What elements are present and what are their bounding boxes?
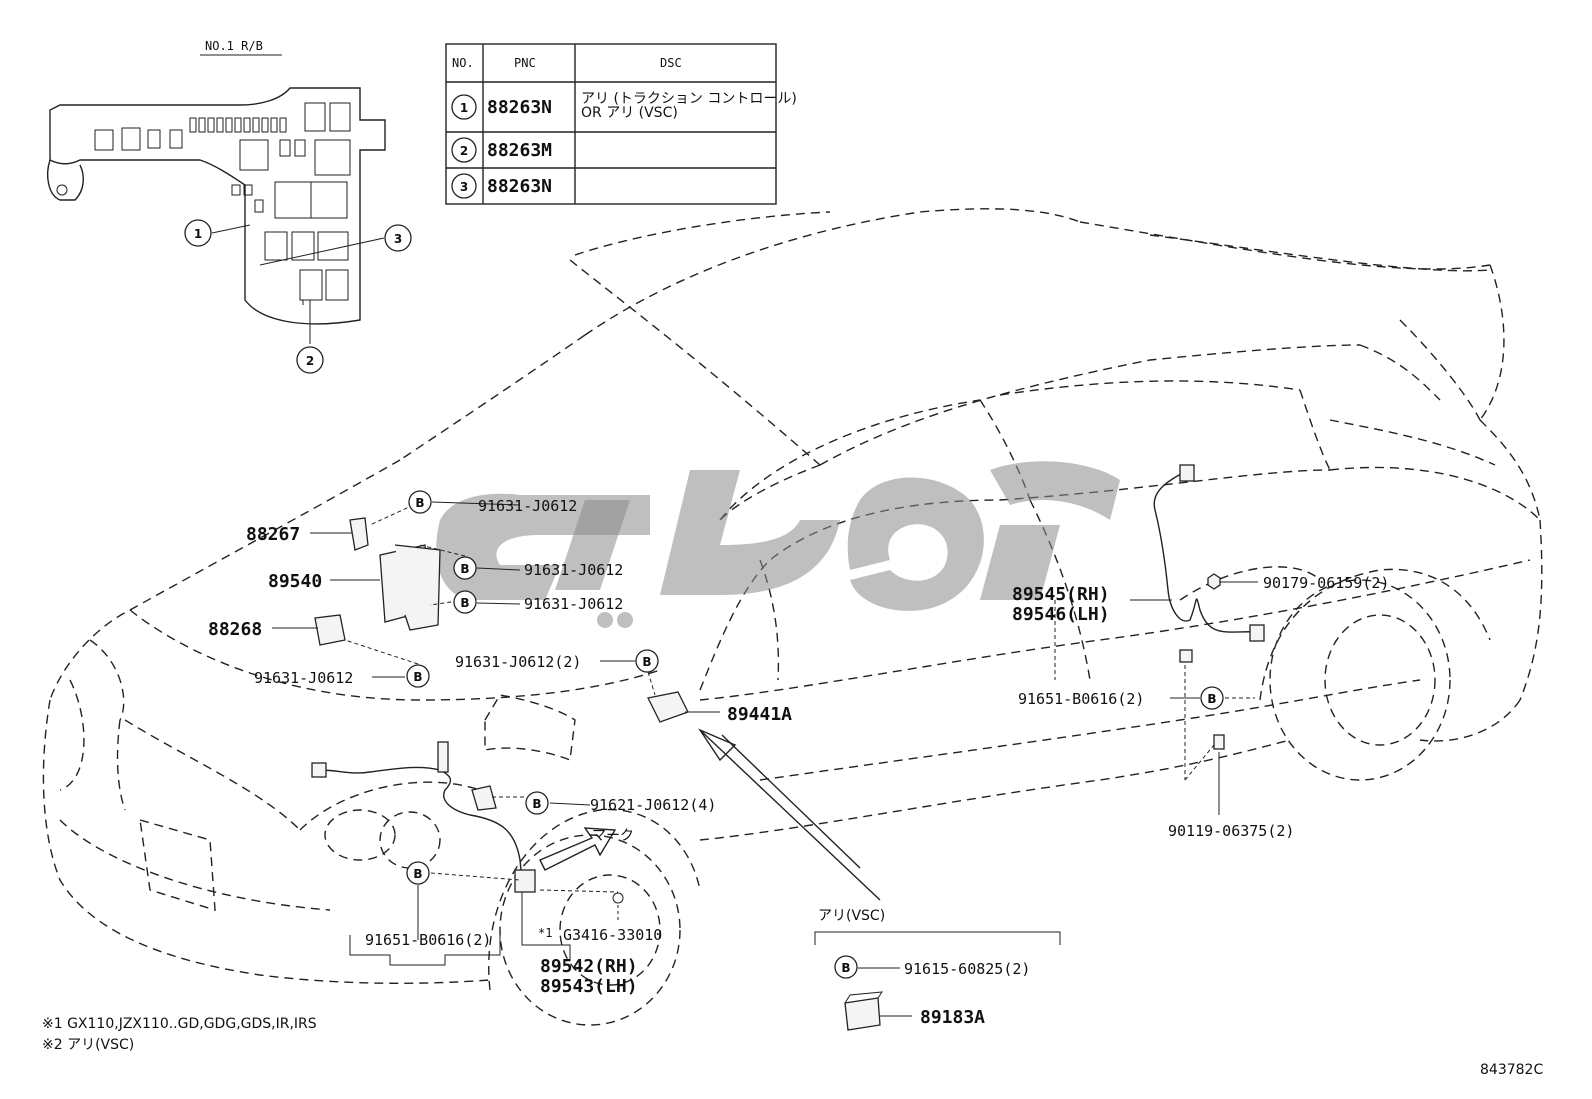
relay-block-drawing: NO.1 R/B (47, 39, 386, 344)
bolt-symbol-b8: B (1200, 686, 1224, 710)
label-91615-60825: 91615-60825(2) (904, 960, 1030, 978)
table-row2-no: 2 (460, 144, 468, 158)
pointer-arrow (698, 728, 881, 901)
bolt-symbol-b5-label: B (642, 655, 651, 669)
label-89183a: 89183A (920, 1007, 985, 1028)
front-harness (311, 741, 536, 893)
table-row1-pnc: 88263N (487, 97, 552, 118)
label-91651-b0616-front: 91651-B0616(2) (365, 931, 491, 949)
table-row3-pnc: 88263N (487, 176, 552, 197)
callout-2: 2 (296, 346, 324, 374)
bolt-symbol-b8-label: B (1207, 692, 1216, 706)
bolt-symbol-b2-label: B (460, 562, 469, 576)
nut-90179 (1207, 573, 1221, 590)
label-91631-j0612-b: 91631-J0612 (524, 561, 623, 579)
bolt-symbol-b1: B (408, 490, 432, 514)
footnote-2: ※2 アリ(VSC) (42, 1037, 134, 1053)
module-89183a (844, 991, 883, 1031)
bracket-88268 (314, 614, 346, 646)
callout-1: 1 (184, 219, 212, 247)
bracket-91621 (471, 785, 497, 811)
label-90179-06159: 90179-06159(2) (1263, 574, 1389, 592)
bolt-symbol-b1-label: B (415, 496, 424, 510)
mark-arrow (539, 827, 617, 871)
watermark-logo (436, 461, 1120, 628)
airbox-shape (484, 694, 576, 761)
bracket-88267 (349, 517, 369, 551)
table-row3-no: 3 (460, 180, 468, 194)
leader-lines (272, 501, 1258, 1017)
table-row1-no: 1 (460, 101, 468, 115)
label-mark: マーク (592, 828, 634, 844)
label-star1: *1 (538, 926, 552, 940)
label-g3416-33010: G3416-33010 (563, 926, 662, 944)
bolt-symbol-b2: B (453, 556, 477, 580)
label-vsc-header: アリ(VSC) (818, 908, 885, 924)
label-89540: 89540 (268, 571, 322, 592)
label-91631-j0612-a: 91631-J0612 (478, 497, 577, 515)
label-89441a: 89441A (727, 704, 792, 725)
table-row1-dsc-line2: OR アリ (VSC) (581, 105, 678, 121)
callout-1-label: 1 (194, 227, 202, 241)
bolt-symbol-b9-label: B (841, 961, 850, 975)
label-89543-lh: 89543(LH) (540, 976, 638, 997)
callout-2-label: 2 (306, 354, 314, 368)
label-89546-lh: 89546(LH) (1012, 604, 1110, 625)
label-91651-b0616-rear: 91651-B0616(2) (1018, 690, 1144, 708)
bolt-symbol-b6-label: B (532, 797, 541, 811)
label-91621-j0612-4: 91621-J0612(4) (590, 796, 716, 814)
bolt-symbol-b4-label: B (413, 670, 422, 684)
callout-3: 3 (384, 224, 412, 252)
sensor-89441a (647, 691, 689, 723)
bolt-90119 (1213, 734, 1225, 750)
footnote-1: ※1 GX110,JZX110..GD,GDG,GDS,IR,IRS (42, 1016, 317, 1032)
table-header-dsc: DSC (660, 56, 682, 70)
table-row2-pnc: 88263M (487, 140, 552, 161)
bolt-symbol-b5: B (635, 649, 659, 673)
bolt-symbol-b3-label: B (460, 596, 469, 610)
pnc-table: NO. PNC DSC 1 88263N アリ (トラクション コントロール) … (445, 43, 797, 205)
label-91631-j0612-2: 91631-J0612(2) (455, 653, 581, 671)
footnotes: ※1 GX110,JZX110..GD,GDG,GDS,IR,IRS ※2 アリ… (42, 1016, 317, 1053)
label-88267: 88267 (246, 524, 300, 545)
bolt-symbol-b3: B (453, 590, 477, 614)
rear-harness (1153, 464, 1265, 663)
label-89545-rh: 89545(RH) (1012, 584, 1110, 605)
bolt-symbol-b6: B (525, 791, 549, 815)
ecu-89540 (379, 544, 441, 631)
relay-block-title: NO.1 R/B (205, 39, 263, 53)
part-labels: 91631-J0612 88267 91631-J0612 89540 9163… (208, 497, 1389, 1028)
diagram-id: 843782C (1480, 1062, 1543, 1078)
label-90119-06375: 90119-06375(2) (1168, 822, 1294, 840)
label-88268: 88268 (208, 619, 262, 640)
label-89542-rh: 89542(RH) (540, 956, 638, 977)
bolt-symbol-b7-label: B (413, 867, 422, 881)
table-row1-dsc-line1: アリ (トラクション コントロール) (581, 91, 797, 107)
bolt-symbol-b9: B (834, 955, 858, 979)
table-header-pnc: PNC (514, 56, 536, 70)
label-91631-j0612-c: 91631-J0612 (524, 595, 623, 613)
bolt-symbol-b4: B (406, 664, 430, 688)
label-91631-j0612-d: 91631-J0612 (254, 669, 353, 687)
bolt-symbol-b7: B (406, 861, 430, 885)
callout-3-label: 3 (394, 232, 402, 246)
table-header-no: NO. (452, 56, 474, 70)
car-outline (42, 208, 1543, 1026)
